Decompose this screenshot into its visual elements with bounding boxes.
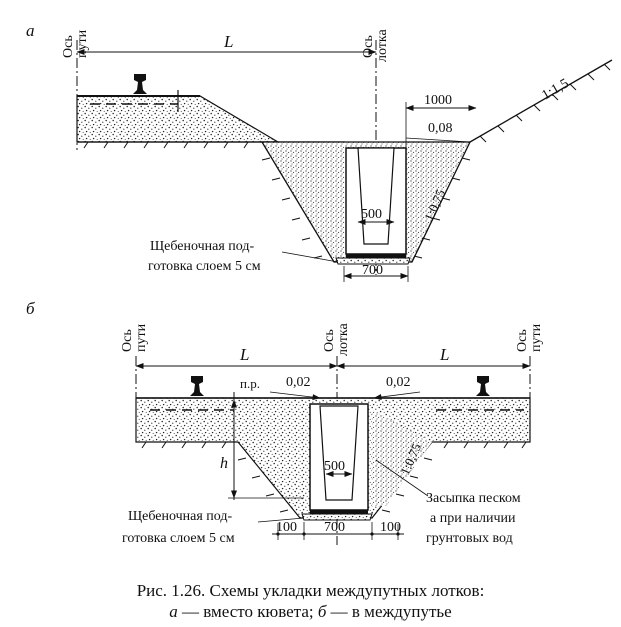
axis-tray-label-2: лотка (375, 28, 390, 62)
slope-top-arrow (405, 137, 471, 143)
rail-icon-left (190, 376, 204, 396)
axis-tray-b-1: Ось (322, 329, 337, 352)
sand-fill-b (372, 410, 432, 506)
slope-right-label: 0,02 (386, 375, 411, 390)
axis-track-right-1: Ось (515, 329, 530, 352)
sand-label-3: грунтовых вод (426, 531, 513, 546)
caption-line-1: Рис. 1.26. Схемы укладки междупутных лот… (136, 581, 485, 600)
axis-tray-label-1: Ось (361, 35, 376, 58)
sand-label-2: а при наличии (430, 511, 516, 526)
sand-label-1: Засыпка песком (426, 491, 521, 506)
tray-a (345, 147, 407, 258)
caption-letter-b: б (317, 602, 327, 621)
dim-h-label: h (220, 455, 228, 472)
gravel-label-a-2: готовка слоем 5 см (148, 259, 261, 274)
gravel-leader-b (257, 517, 305, 523)
panel-a: а Ось пути Ось лотка L (26, 21, 613, 282)
sand-leader (375, 459, 429, 497)
rail-icon (133, 74, 147, 94)
dim-bottom-label-b: 700 (324, 520, 345, 535)
dim-inner-label-b: 500 (324, 459, 345, 474)
caption-part-a: — вместо кювета; (177, 602, 318, 621)
rail-icon-right (476, 376, 490, 396)
dim-offset-right: 100 (380, 520, 401, 535)
slope-right-line (469, 59, 613, 143)
dim-L-right-label: L (439, 345, 449, 364)
dim-L-label: L (223, 32, 233, 51)
dim-offset-left: 100 (276, 520, 297, 535)
panel-b-letter: б (26, 299, 35, 318)
gravel-leader-a (281, 251, 339, 263)
caption-line-2: а — вместо кювета; б — в междупутье (0, 601, 621, 623)
caption-letter-a: а (169, 602, 178, 621)
dim-bottom-label-a: 700 (362, 263, 383, 278)
slope-right-arrow (373, 391, 421, 401)
slope-left-arrow (269, 391, 321, 401)
axis-tray-b-2: лотка (336, 322, 351, 356)
axis-track-right-2: пути (529, 323, 544, 352)
dim-top-label: 1000 (424, 93, 452, 108)
axis-track-left-1: Ось (120, 329, 135, 352)
gravel-label-a-1: Щебеночная под- (150, 239, 255, 254)
pr-label: п.р. (240, 376, 260, 391)
dim-L-left-label: L (239, 345, 249, 364)
panel-b: б Ось пути Ось лотка Ось пути L L (26, 299, 544, 546)
axis-track-label-1: Ось (61, 35, 76, 58)
caption-part-b: — в междупутье (326, 602, 452, 621)
slope-side-label: 1:1,5 (540, 76, 572, 103)
gravel-label-b-1: Щебеночная под- (128, 509, 233, 524)
ground-hatch-left (83, 141, 249, 149)
dim-inner-label-a: 500 (361, 207, 382, 222)
slope-top-label: 0,08 (428, 121, 453, 136)
ground-hatch-b (141, 441, 527, 513)
dim-b-ticks (276, 532, 400, 536)
drainage-tray-diagram: а Ось пути Ось лотка L (26, 21, 613, 546)
gravel-label-b-2: готовка слоем 5 см (122, 531, 235, 546)
slope-left-label: 0,02 (286, 375, 311, 390)
panel-a-letter: а (26, 21, 35, 40)
axis-track-left-2: пути (134, 323, 149, 352)
slope-right-hatch (479, 63, 611, 143)
